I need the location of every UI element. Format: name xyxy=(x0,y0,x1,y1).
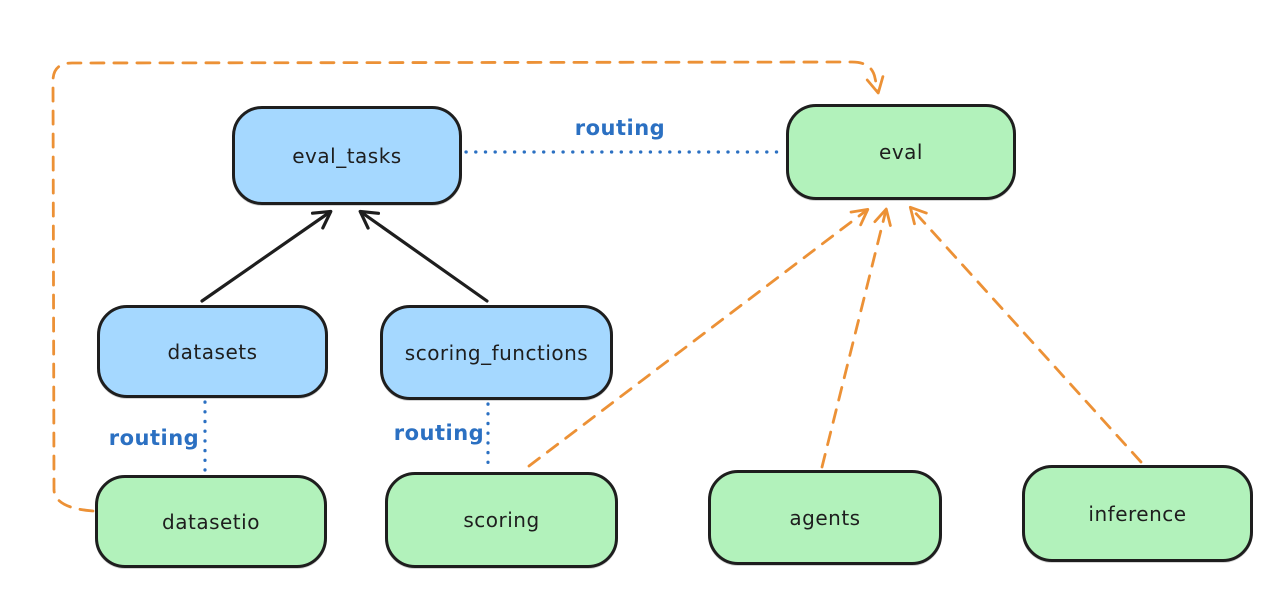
node-eval: eval xyxy=(786,104,1016,200)
node-datasetio: datasetio xyxy=(95,475,327,568)
node-datasets: datasets xyxy=(97,305,328,398)
edge-scoring-functions-to-eval-tasks xyxy=(358,209,489,303)
node-eval-tasks: eval_tasks xyxy=(232,106,462,205)
node-scoring-functions-label: scoring_functions xyxy=(404,340,589,365)
routing-label-eval-tasks-eval: routing xyxy=(574,116,666,140)
node-agents: agents xyxy=(708,470,942,565)
node-datasetio-label: datasetio xyxy=(162,509,260,534)
node-eval-label: eval xyxy=(879,140,923,164)
node-agents-label: agents xyxy=(789,505,861,530)
edge-inference-to-eval xyxy=(908,205,1143,464)
node-inference-label: inference xyxy=(1088,501,1187,526)
node-scoring: scoring xyxy=(385,472,618,568)
edge-datasets-to-eval-tasks xyxy=(200,209,333,303)
node-datasets-label: datasets xyxy=(167,339,258,364)
routing-label-datasets-datasetio: routing xyxy=(108,426,200,450)
node-scoring-label: scoring xyxy=(463,508,540,532)
edge-agents-to-eval xyxy=(820,207,892,469)
node-eval-tasks-label: eval_tasks xyxy=(292,143,402,168)
routing-label-scoring-functions-scoring: routing xyxy=(393,421,485,445)
node-inference: inference xyxy=(1022,465,1253,562)
node-scoring-functions: scoring_functions xyxy=(380,305,613,400)
